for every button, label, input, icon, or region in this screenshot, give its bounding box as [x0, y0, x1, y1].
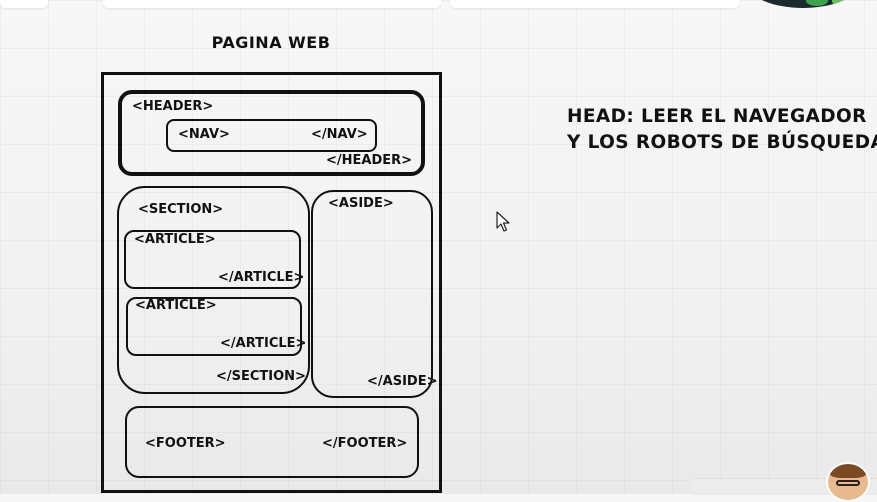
- footer-block: [125, 406, 419, 478]
- plant-decoration: [832, 0, 846, 6]
- aside-block: [311, 190, 433, 398]
- mouse-pointer-icon: [496, 211, 510, 232]
- top-card-middle: [103, 0, 441, 8]
- avatar-hair: [830, 464, 866, 478]
- nav-open-tag: <NAV>: [178, 127, 230, 142]
- footer-open-tag: <FOOTER>: [145, 436, 226, 451]
- aside-open-tag: <ASIDE>: [328, 196, 394, 211]
- article-close-tag: </ARTICLE>: [220, 336, 307, 351]
- header-block: [118, 90, 425, 176]
- article-block: [124, 230, 301, 289]
- aside-close-tag: </ASIDE>: [367, 374, 438, 389]
- section-open-tag: <SECTION>: [138, 202, 224, 217]
- top-card-right: [450, 0, 740, 8]
- nav-close-tag: </NAV>: [311, 127, 368, 142]
- section-block: [117, 186, 310, 394]
- avatar-glasses: [836, 480, 860, 486]
- footer-close-tag: </FOOTER>: [322, 436, 408, 451]
- section-close-tag: </SECTION>: [216, 369, 306, 384]
- article-open-tag: <ARTICLE>: [135, 298, 217, 313]
- presenter-camera-bubble: [748, 0, 858, 8]
- article-block: [126, 297, 302, 356]
- article-open-tag: <ARTICLE>: [134, 232, 216, 247]
- page-frame: [101, 72, 442, 493]
- nav-block: [166, 119, 377, 152]
- header-close-tag: </HEADER>: [326, 153, 413, 168]
- head-annotation-line: HEAD: LEER EL NAVEGADOR: [567, 106, 867, 127]
- presenter-avatar: [826, 462, 870, 502]
- article-close-tag: </ARTICLE>: [218, 270, 305, 285]
- header-open-tag: <HEADER>: [132, 99, 214, 114]
- plant-decoration: [806, 0, 828, 6]
- head-annotation: HEAD: LEER EL NAVEGADOR Y LOS ROBOTS DE …: [567, 104, 877, 156]
- diagram-title: PAGINA WEB: [211, 33, 331, 52]
- top-card-left: [0, 0, 48, 8]
- head-annotation-line: Y LOS ROBOTS DE BÚSQUEDA: [567, 132, 877, 153]
